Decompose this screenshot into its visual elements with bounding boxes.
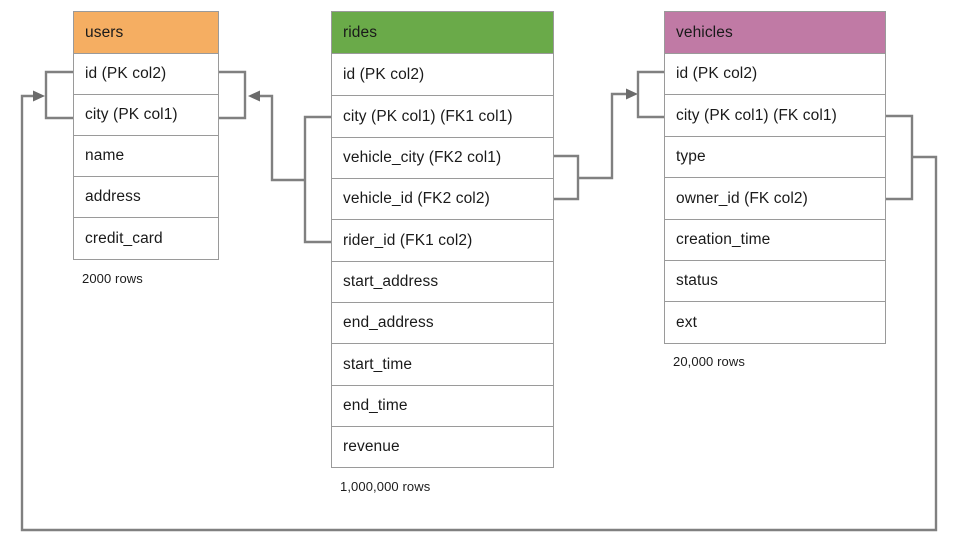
users-right-bracket (219, 70, 247, 120)
table-vehicles-title: vehicles (676, 23, 733, 41)
column-label: owner_id (FK col2) (676, 189, 808, 207)
rides-fk2-bracket (554, 154, 580, 201)
column-label: name (85, 147, 125, 164)
table-vehicles-column-status[interactable]: status (664, 261, 886, 302)
column-label: id (PK col2) (676, 65, 758, 82)
column-label: vehicle_id (FK2 col2) (343, 190, 490, 207)
table-rides-row-count: 1,000,000 rows (340, 479, 431, 494)
table-users[interactable]: users id (PK col2) city (PK col1) name a… (73, 11, 219, 260)
table-rides-column-id[interactable]: id (PK col2) (331, 54, 554, 96)
table-vehicles-column-creation-time[interactable]: creation_time (664, 220, 886, 261)
table-vehicles-column-ext[interactable]: ext (664, 302, 886, 344)
rides-fk1-arrowhead (248, 90, 260, 102)
table-users-title: users (85, 23, 124, 41)
table-vehicles-column-type[interactable]: type (664, 137, 886, 178)
table-users-column-city[interactable]: city (PK col1) (73, 95, 219, 136)
users-left-bracket (44, 70, 73, 120)
table-users-header[interactable]: users (73, 11, 219, 54)
column-label: revenue (343, 438, 400, 455)
table-vehicles-header[interactable]: vehicles (664, 11, 886, 54)
column-label: credit_card (85, 229, 163, 247)
column-label: creation_time (676, 231, 771, 248)
column-label: city (PK col1) (FK col1) (676, 106, 837, 124)
column-label: end_time (343, 397, 408, 414)
table-users-column-id[interactable]: id (PK col2) (73, 54, 219, 95)
table-rides-column-end-time[interactable]: end_time (331, 386, 554, 427)
vehicles-fk-connector (20, 94, 938, 532)
table-users-column-credit-card[interactable]: credit_card (73, 218, 219, 260)
column-label: city (PK col1) (FK1 col1) (343, 107, 513, 125)
column-label: end_address (343, 314, 434, 331)
rides-fk2-connector (578, 92, 627, 180)
column-label: id (PK col2) (343, 65, 425, 83)
table-rides-column-start-time[interactable]: start_time (331, 344, 554, 386)
rides-fk1-connector (259, 94, 305, 182)
table-rides-header[interactable]: rides (331, 11, 554, 54)
vehicles-fk-bracket (886, 114, 914, 201)
table-rides[interactable]: rides id (PK col2) city (PK col1) (FK1 c… (331, 11, 554, 468)
column-label: address (85, 188, 141, 205)
column-label: vehicle_city (FK2 col1) (343, 149, 502, 166)
table-vehicles-column-owner-id[interactable]: owner_id (FK col2) (664, 178, 886, 220)
table-vehicles[interactable]: vehicles id (PK col2) city (PK col1) (FK… (664, 11, 886, 344)
vehicles-fk-arrowhead (33, 90, 45, 102)
column-label: start_time (343, 355, 413, 373)
column-label: status (676, 272, 718, 289)
column-label: city (PK col1) (85, 106, 178, 123)
table-rides-column-end-address[interactable]: end_address (331, 303, 554, 344)
column-label: start_address (343, 273, 439, 290)
rides-fk1-bracket (303, 115, 331, 244)
column-label: type (676, 148, 706, 165)
table-vehicles-row-count: 20,000 rows (673, 354, 745, 369)
table-users-column-address[interactable]: address (73, 177, 219, 218)
column-label: ext (676, 313, 697, 331)
vehicles-left-bracket (636, 70, 664, 119)
table-vehicles-column-city[interactable]: city (PK col1) (FK col1) (664, 95, 886, 137)
table-rides-title: rides (343, 23, 378, 41)
table-users-row-count: 2000 rows (82, 271, 143, 286)
table-users-column-name[interactable]: name (73, 136, 219, 177)
column-label: rider_id (FK1 col2) (343, 231, 473, 249)
column-label: id (PK col2) (85, 65, 167, 82)
table-rides-column-rider-id[interactable]: rider_id (FK1 col2) (331, 220, 554, 262)
rides-fk2-arrowhead (626, 88, 638, 100)
table-rides-column-start-address[interactable]: start_address (331, 262, 554, 303)
table-rides-column-vehicle-city[interactable]: vehicle_city (FK2 col1) (331, 138, 554, 179)
table-rides-column-city[interactable]: city (PK col1) (FK1 col1) (331, 96, 554, 138)
table-rides-column-vehicle-id[interactable]: vehicle_id (FK2 col2) (331, 179, 554, 220)
table-vehicles-column-id[interactable]: id (PK col2) (664, 54, 886, 95)
table-rides-column-revenue[interactable]: revenue (331, 427, 554, 468)
